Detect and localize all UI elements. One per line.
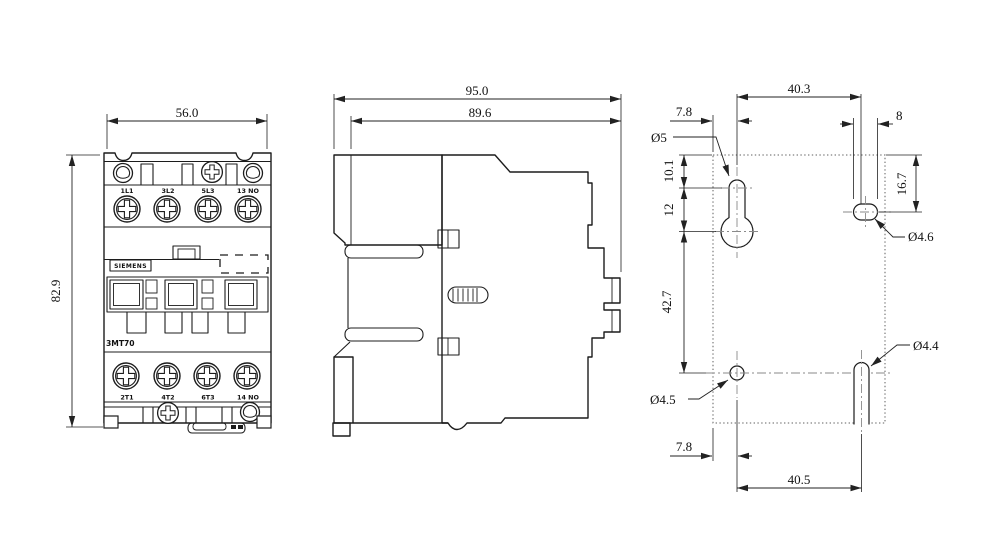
cap-tab bbox=[221, 406, 233, 424]
label-top-slot-dia: Ø4.6 bbox=[874, 218, 934, 244]
terminal-screw-icon bbox=[153, 362, 181, 390]
side-view: 95.0 89.6 bbox=[332, 83, 622, 437]
cap-tab bbox=[140, 163, 154, 186]
dim-bottom-spacing-text: 40.5 bbox=[788, 472, 811, 487]
coil-screw-right-icon bbox=[242, 162, 264, 184]
front-width-dimension: 56.0 bbox=[106, 105, 268, 149]
latch-tab-inner bbox=[177, 248, 196, 260]
terminal-label-13no: 13 NO bbox=[237, 187, 259, 195]
terminal-label-4t2: 4T2 bbox=[161, 394, 174, 402]
keyhole-centerlines bbox=[715, 167, 759, 258]
dim-keyhole-centers-text: 12 bbox=[661, 204, 676, 217]
front-chamfer bbox=[333, 341, 351, 358]
dim-bottom-offset-text: 7.8 bbox=[676, 439, 692, 454]
side-body-depth-text: 89.6 bbox=[469, 105, 492, 120]
bottom-boss-inner bbox=[192, 422, 227, 431]
dim-vertical-spacing: 42.7 bbox=[659, 231, 706, 374]
top-terminal-row: 1L1 3L2 5L3 13 NO bbox=[113, 187, 262, 223]
accessory-slot-marking bbox=[219, 254, 269, 274]
front-view: 56.0 82.9 1L1 3L2 5L3 13 NO bbox=[48, 105, 272, 434]
coil-terminal-peg bbox=[447, 286, 489, 304]
dim-top-spacing-text: 40.3 bbox=[788, 81, 811, 96]
vent-mark bbox=[238, 425, 243, 429]
dim-edge-to-slot-text: 16.7 bbox=[894, 172, 909, 195]
latch-tab bbox=[172, 245, 201, 260]
side-rear-profile bbox=[441, 154, 621, 431]
label-bottom-hole-dia: Ø4.5 bbox=[650, 379, 729, 407]
terminal-screw-icon bbox=[112, 362, 140, 390]
terminal-screw-icon bbox=[234, 195, 262, 223]
bottom-terminal-row: 2T1 4T2 6T3 14 NO bbox=[112, 362, 261, 402]
terminal-screw-icon bbox=[194, 195, 222, 223]
cap-screw-center-icon bbox=[200, 160, 224, 184]
footprint-outline bbox=[712, 154, 886, 424]
side-front-upper-block bbox=[333, 154, 443, 246]
terminal-screw-icon bbox=[153, 195, 181, 223]
terminal-screw-icon bbox=[193, 362, 221, 390]
side-front-lower-block bbox=[333, 356, 354, 424]
dim-edge-to-keyhole-text: 10.1 bbox=[661, 160, 676, 183]
terminal-label-6t3: 6T3 bbox=[201, 394, 214, 402]
cap-tab bbox=[185, 406, 197, 424]
terminal-label-5l3: 5L3 bbox=[202, 187, 215, 195]
dim-keyhole-centers: 12 bbox=[661, 187, 716, 232]
cap-tab bbox=[142, 406, 154, 424]
contact-blocks bbox=[109, 279, 258, 310]
mounting-foot bbox=[103, 415, 119, 429]
terminal-cover-lower bbox=[344, 327, 424, 342]
front-body-outline bbox=[103, 152, 272, 424]
divider-tab-lower bbox=[437, 337, 460, 356]
brand-label: SIEMENS bbox=[114, 263, 147, 270]
dim-top-offset: 7.8 bbox=[670, 104, 752, 152]
mounting-hole-view: 40.3 7.8 8 Ø5 10.1 12 bbox=[650, 81, 939, 492]
label-keyhole-dia-text: Ø5 bbox=[651, 130, 667, 145]
terminal-label-14no: 14 NO bbox=[237, 394, 259, 402]
label-top-slot-dia-text: Ø4.6 bbox=[908, 229, 934, 244]
label-bottom-slot-dia: Ø4.4 bbox=[870, 338, 939, 367]
label-bottom-hole-dia-text: Ø4.5 bbox=[650, 392, 676, 407]
front-height-dim-text: 82.9 bbox=[48, 280, 63, 303]
label-bottom-slot-dia-text: Ø4.4 bbox=[913, 338, 939, 353]
contact-block-feet bbox=[126, 311, 246, 334]
dim-vertical-spacing-text: 42.7 bbox=[659, 290, 674, 313]
dim-bottom-offset: 7.8 bbox=[670, 400, 752, 492]
terminal-cover-upper bbox=[344, 244, 424, 259]
brand-plate bbox=[109, 259, 152, 272]
front-height-dimension: 82.9 bbox=[48, 154, 103, 428]
cap-tab bbox=[225, 163, 238, 186]
top-cap-fittings bbox=[112, 160, 264, 186]
dim-top-offset-text: 7.8 bbox=[676, 104, 692, 119]
divider-tab-upper bbox=[437, 229, 460, 249]
middle-section: SIEMENS 3MT70 bbox=[104, 245, 271, 353]
terminal-screw-icon bbox=[113, 195, 141, 223]
terminal-screw-icon bbox=[233, 362, 261, 390]
side-overall-depth-text: 95.0 bbox=[466, 83, 489, 98]
contact-block-row bbox=[106, 276, 269, 313]
terminal-label-3l2: 3L2 bbox=[162, 187, 175, 195]
coil-screw-left-icon bbox=[112, 162, 134, 184]
label-keyhole-dia: Ø5 bbox=[651, 130, 730, 177]
dim-slot-width-text: 8 bbox=[896, 108, 903, 123]
dim-edge-to-slot: 16.7 bbox=[879, 154, 922, 213]
terminal-label-2t1: 2T1 bbox=[120, 394, 133, 402]
bottom-boss bbox=[187, 422, 246, 434]
front-width-dim-text: 56.0 bbox=[176, 105, 199, 120]
model-label: 3MT70 bbox=[106, 339, 135, 348]
bottom-cap bbox=[103, 401, 272, 434]
side-foot bbox=[332, 422, 351, 437]
terminal-label-1l1: 1L1 bbox=[121, 187, 134, 195]
dim-top-spacing: 40.3 bbox=[736, 81, 862, 204]
vent-mark bbox=[231, 425, 236, 429]
dim-slot-width: 8 bbox=[840, 108, 903, 199]
side-depth-dimensions: 95.0 89.6 bbox=[333, 83, 622, 272]
mounting-foot bbox=[256, 415, 272, 429]
dim-bottom-spacing: 40.5 bbox=[736, 434, 862, 492]
cap-screw-icon bbox=[156, 401, 180, 425]
cap-tab bbox=[181, 163, 194, 186]
